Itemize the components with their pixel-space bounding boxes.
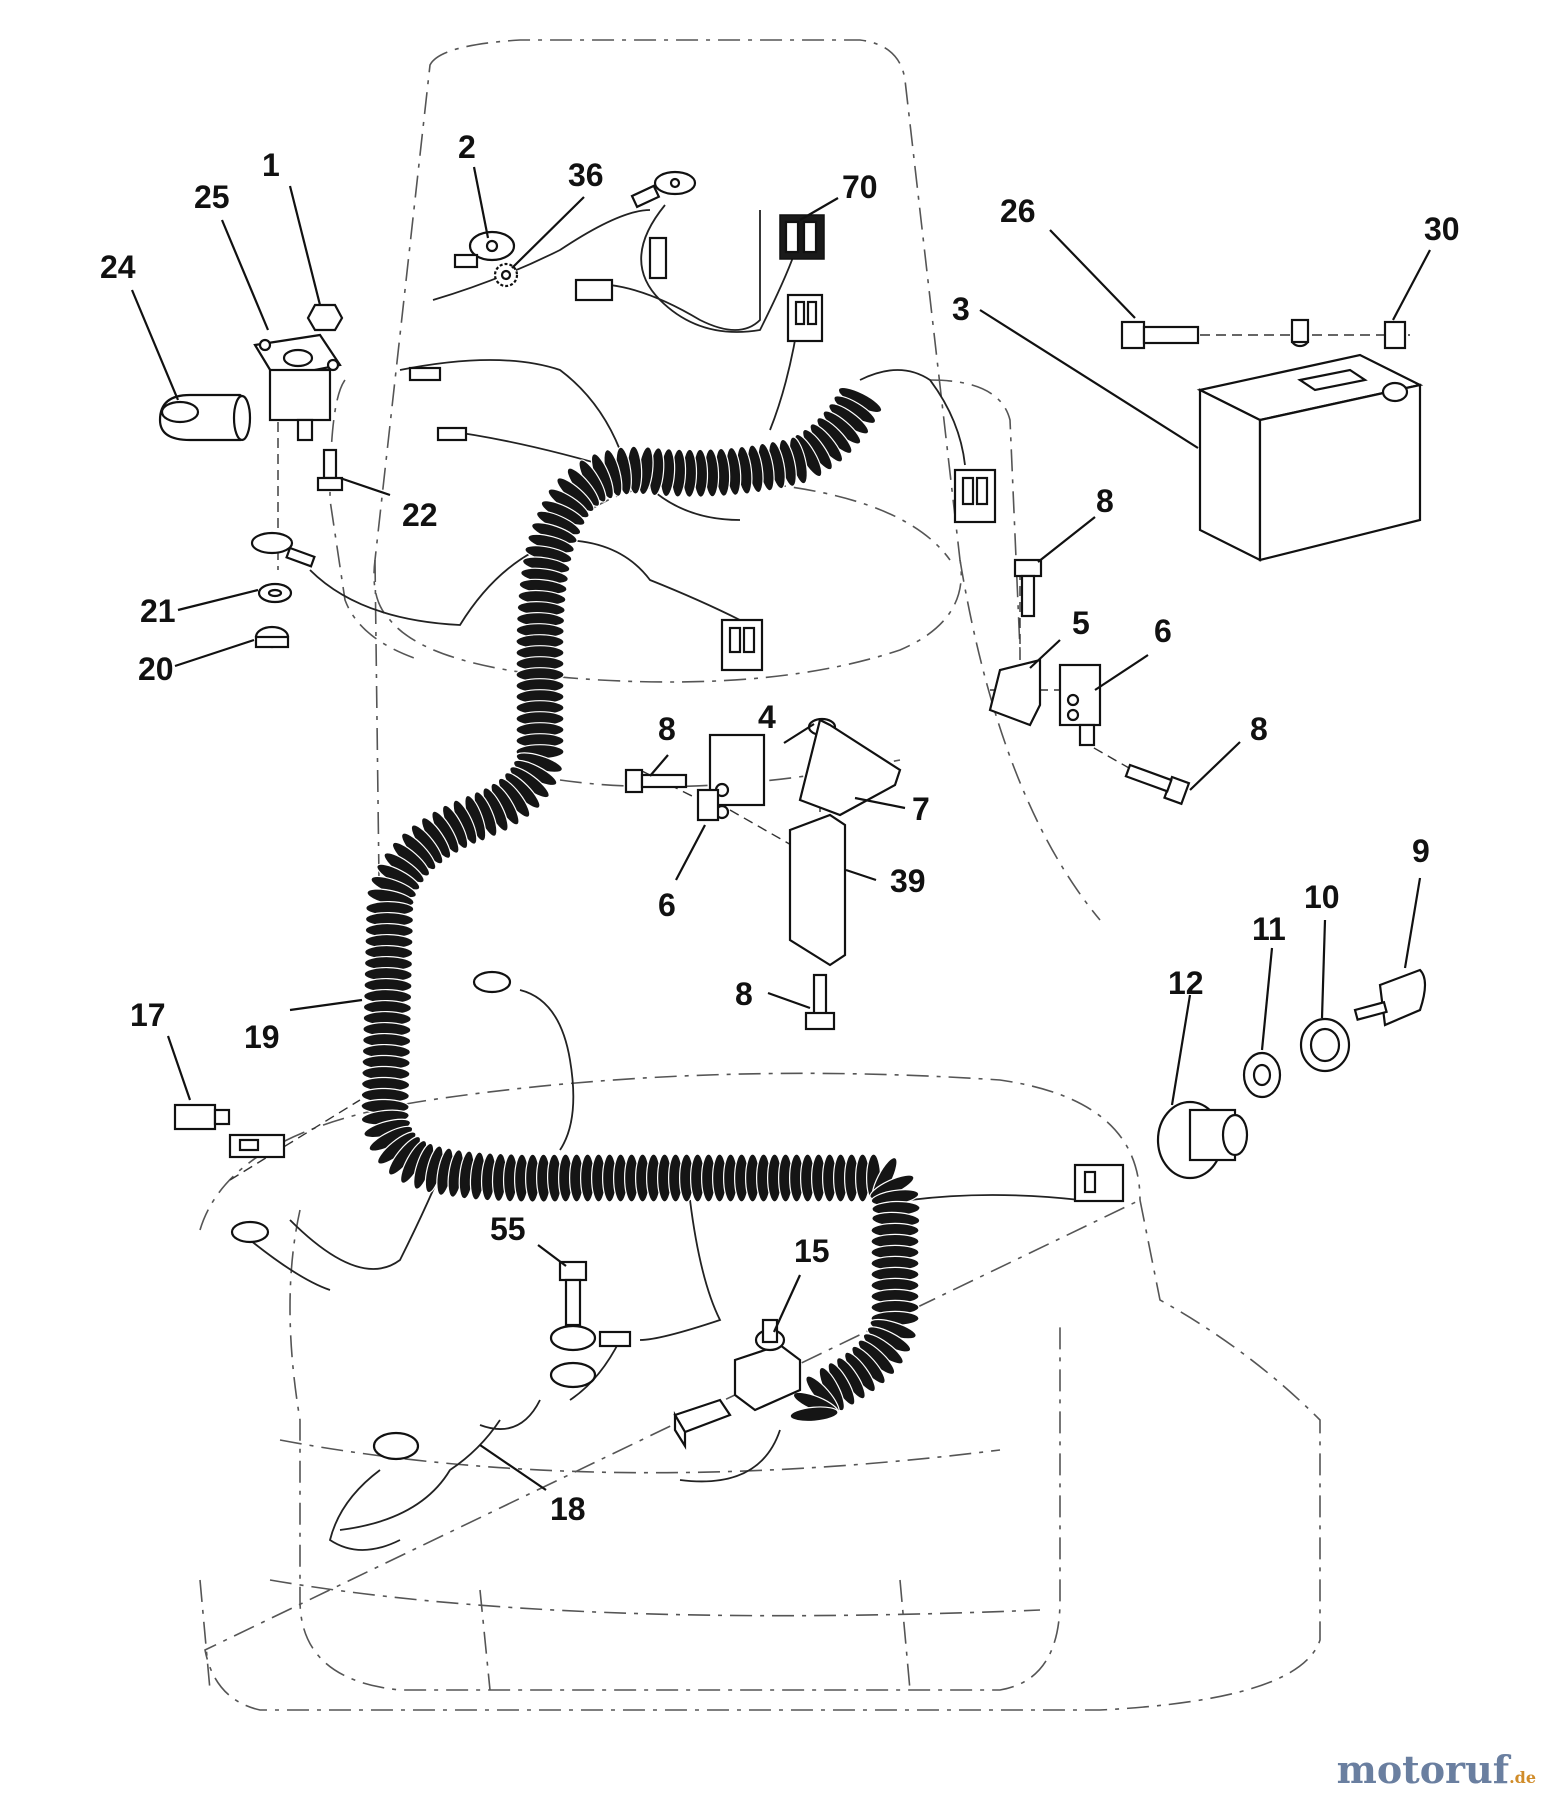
leader-lines: [130, 166, 1431, 1491]
mounting-bracket-part-39: [788, 813, 847, 967]
interlock-switch-part-right: [1058, 663, 1102, 747]
ring-terminal-part-top: [630, 170, 697, 209]
callout-4: 4: [758, 699, 776, 735]
harness-connector-part-top: [786, 293, 824, 343]
battery-part: [1196, 318, 1424, 562]
spade-connector-part: [574, 278, 614, 302]
screw-part-c: [1124, 763, 1191, 806]
watermark-logo: motoruf.de: [1337, 1747, 1536, 1792]
callout-11: 11: [1252, 911, 1286, 947]
callout-20: 20: [138, 651, 174, 687]
ignition-key-part: [1353, 968, 1427, 1027]
parts: [158, 170, 1427, 1461]
ring-terminal-part-left: [230, 1220, 270, 1244]
callout-5: 5: [1072, 605, 1090, 641]
bolt-part-22: [316, 448, 344, 492]
harness-connector-part-right: [953, 468, 997, 524]
callout-8-right: 8: [1250, 711, 1268, 747]
screw-part-a: [1013, 558, 1043, 618]
terminal-crimp-part: [598, 1330, 632, 1348]
seat-switch-connector-part: [673, 1398, 732, 1450]
mounting-bracket-part-7: [798, 718, 902, 817]
callout-22: 22: [402, 497, 438, 533]
ring-terminal-part: [250, 531, 316, 568]
callout-labels: 1 2 3 4 5 6 6 7 8 8 8 8 9 10 11 12 15 17…: [100, 129, 1460, 1527]
seat-switch-part: [733, 1318, 802, 1412]
ring-terminal-part-mid: [472, 970, 512, 994]
callout-55: 55: [490, 1211, 526, 1247]
callout-19: 19: [244, 1019, 280, 1055]
connector-part-70: [779, 214, 825, 260]
switch-nut-part: [1242, 1051, 1282, 1099]
harness-connector-part-center: [720, 618, 764, 672]
ring-terminal-part-55b: [549, 1361, 597, 1389]
callout-17: 17: [130, 997, 166, 1033]
callout-15: 15: [794, 1233, 830, 1269]
coil-loop: [789, 1406, 839, 1423]
callout-9: 9: [1412, 833, 1430, 869]
callout-12: 12: [1168, 965, 1204, 1001]
callout-26: 26: [1000, 193, 1036, 229]
fuse-holder-part: [228, 1133, 286, 1159]
screw-part-b: [624, 768, 688, 794]
switch-bezel-part: [1299, 1017, 1351, 1073]
spade-terminal-part-a: [408, 366, 442, 382]
harness-wires: [249, 204, 1081, 1551]
callout-30: 30: [1424, 211, 1460, 247]
ground-cable-terminal-part: [372, 1431, 420, 1461]
star-washer-part: [493, 262, 519, 288]
callout-36: 36: [568, 157, 604, 193]
washer-part: [257, 582, 293, 604]
ground-bolt-part: [558, 1260, 588, 1327]
callout-8-bottom: 8: [735, 976, 753, 1012]
switch-bracket-part: [988, 658, 1042, 727]
ring-terminal-part-55a: [549, 1324, 597, 1352]
battery-nut-part: [1383, 320, 1407, 350]
ground-terminal-part: [453, 230, 516, 269]
ignition-switch-part: [1156, 1100, 1249, 1180]
callout-25: 25: [194, 179, 230, 215]
harness-connector-part-ignition: [1073, 1163, 1125, 1203]
callout-8-top: 8: [1096, 483, 1114, 519]
watermark-suffix: .de: [1509, 1768, 1536, 1787]
callout-21: 21: [140, 593, 176, 629]
starter-solenoid-part: [253, 333, 342, 442]
nut-part: [306, 303, 344, 332]
nut-part-20: [254, 625, 290, 649]
interlock-switch-part-center: [696, 733, 766, 822]
callout-3: 3: [952, 291, 970, 327]
terminal-boot-part: [158, 393, 252, 442]
callout-1: 1: [262, 147, 280, 183]
coiled-harness: [360, 386, 921, 1423]
callout-6-right: 6: [1154, 613, 1172, 649]
callout-8-left: 8: [658, 711, 676, 747]
callout-18: 18: [550, 1491, 586, 1527]
callout-6-center: 6: [658, 887, 676, 923]
callout-2: 2: [458, 129, 476, 165]
spade-terminal-part-b: [436, 426, 468, 442]
battery-bolt-part: [1120, 320, 1200, 350]
screw-part-d: [804, 973, 836, 1031]
fuse-part: [173, 1103, 231, 1131]
tractor-outline: [199, 39, 1321, 1711]
callout-39: 39: [890, 863, 926, 899]
watermark-brand: motoruf: [1336, 1747, 1510, 1792]
callout-70: 70: [842, 169, 878, 205]
plug-part: [648, 236, 668, 280]
callout-24: 24: [100, 249, 136, 285]
callout-7: 7: [912, 791, 930, 827]
callout-10: 10: [1304, 879, 1340, 915]
